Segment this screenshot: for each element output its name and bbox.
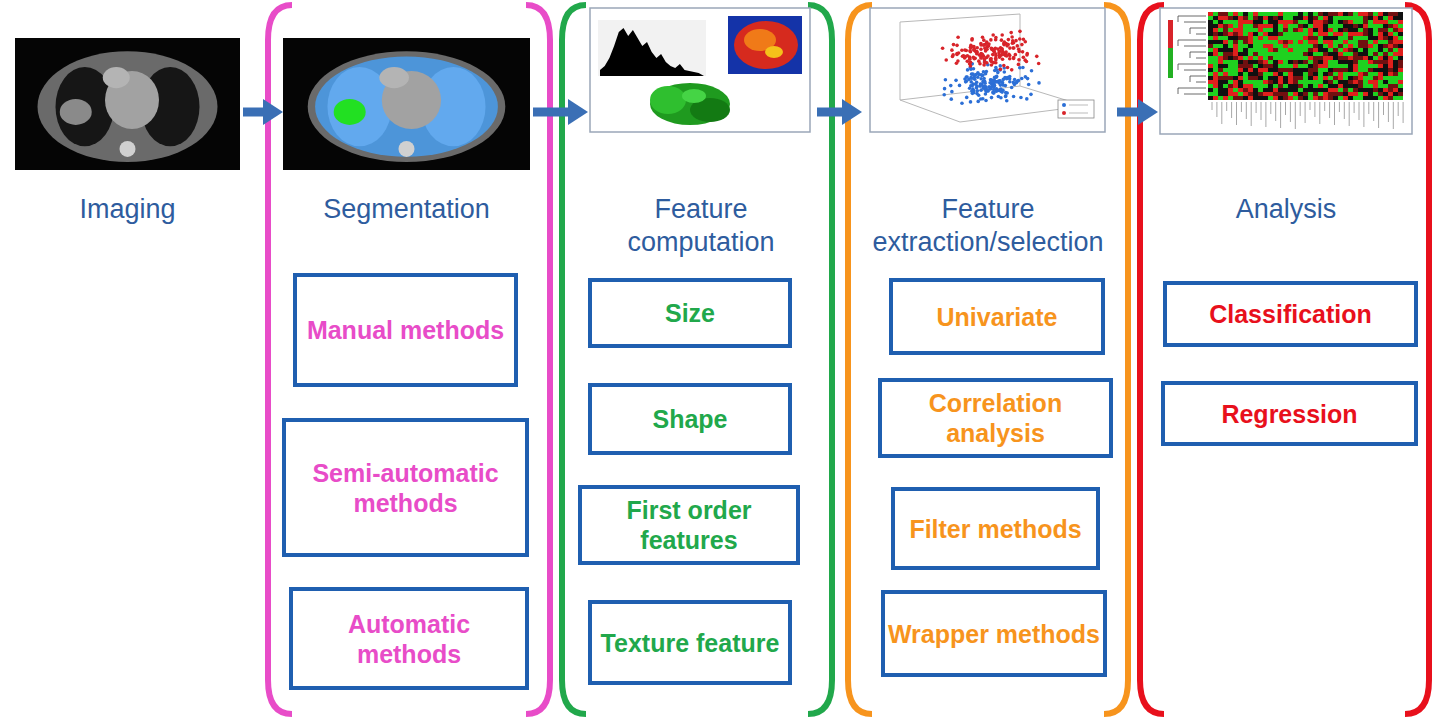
method-box: Texture feature (588, 600, 792, 685)
method-box: Classification (1163, 281, 1418, 347)
stage-group: Feature extraction/selectionUnivariateCo… (862, 8, 1114, 708)
group-bracket (848, 5, 1128, 714)
method-label: Classification (1209, 299, 1372, 329)
stage-heading: Analysis (1158, 193, 1414, 226)
feature-thumbnail (590, 8, 810, 132)
method-box: Manual methods (293, 273, 518, 387)
method-box: Semi-automatic methods (282, 418, 529, 557)
method-box: Correlation analysis (878, 378, 1113, 458)
method-label: Shape (652, 404, 727, 434)
ct-image (15, 38, 240, 170)
heatmap-thumbnail (1160, 8, 1412, 134)
method-label: Filter methods (909, 514, 1081, 544)
method-box: Wrapper methods (881, 590, 1107, 677)
method-label: Texture feature (601, 628, 780, 658)
bracket-left (848, 5, 872, 714)
method-box: Automatic methods (289, 587, 529, 690)
method-box: Filter methods (891, 487, 1100, 570)
method-label: Univariate (937, 302, 1058, 332)
method-box: Univariate (889, 278, 1105, 355)
method-label: First order features (582, 495, 796, 555)
stage-group: Feature computationSizeShapeFirst order … (588, 8, 814, 708)
method-label: Correlation analysis (882, 388, 1109, 448)
segmented-ct-image (283, 38, 530, 170)
scatter-thumbnail (870, 8, 1105, 132)
group-bracket (1140, 5, 1429, 714)
group-bracket (562, 5, 832, 714)
stage-group: SegmentationManual methodsSemi-automatic… (283, 8, 530, 708)
method-box: First order features (578, 485, 800, 565)
stage-group: AnalysisClassificationRegression (1158, 8, 1414, 708)
method-label: Automatic methods (293, 609, 525, 669)
stage-arrow (243, 108, 263, 117)
stage-heading: Feature extraction/selection (862, 193, 1114, 259)
method-label: Wrapper methods (888, 619, 1100, 649)
method-label: Manual methods (307, 315, 504, 345)
imaging-stage: Imaging (15, 38, 240, 253)
stage-arrow (817, 108, 842, 117)
method-label: Semi-automatic methods (286, 458, 525, 518)
method-box: Shape (588, 383, 792, 455)
method-label: Regression (1221, 399, 1357, 429)
method-box: Size (588, 278, 792, 348)
stage-heading: Feature computation (588, 193, 814, 259)
stage-arrow (1117, 108, 1138, 117)
stage-heading: Segmentation (283, 193, 530, 226)
stage-heading: Imaging (15, 193, 240, 226)
method-box: Regression (1161, 381, 1418, 446)
group-bracket (268, 5, 550, 714)
method-label: Size (665, 298, 715, 328)
stage-arrow (533, 108, 568, 117)
